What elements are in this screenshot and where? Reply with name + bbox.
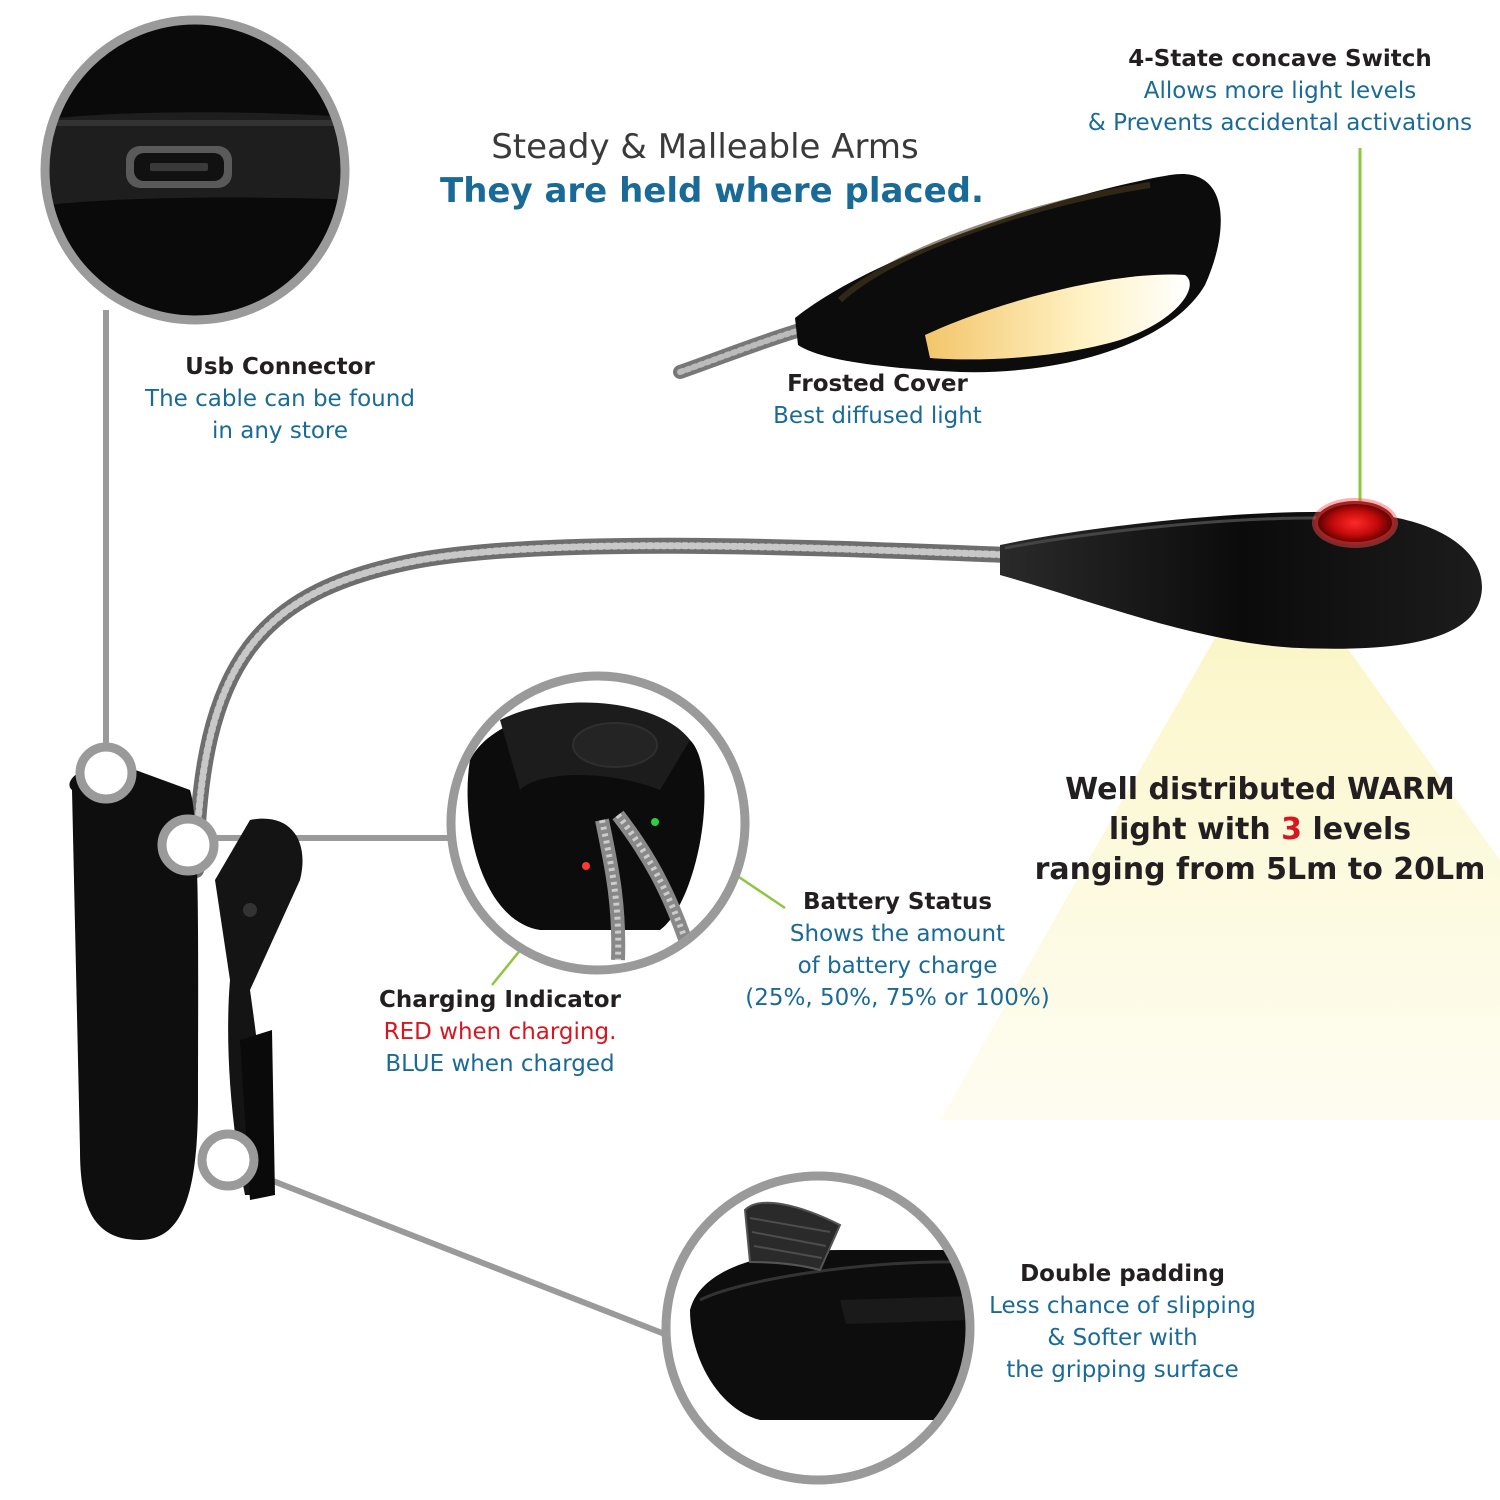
battery-status-line-3: (25%, 50%, 75% or 100%) — [745, 985, 1050, 1011]
warm-line-1: Well distributed WARM — [1065, 772, 1455, 807]
frosted-cover-line-1: Best diffused light — [773, 403, 982, 429]
heading-line-2: They are held where placed. — [440, 171, 984, 211]
usb-port-icon — [126, 146, 232, 188]
clip-body — [69, 764, 303, 1240]
warm-line-3: ranging from 5Lm to 20Lm — [1034, 852, 1486, 887]
usb-line-2: in any store — [211, 418, 349, 444]
battery-status-callout: Battery Status Shows the amount of batte… — [720, 891, 1075, 1010]
padding-pointer-dot — [197, 1129, 259, 1191]
battery-magnifier — [446, 671, 750, 975]
usb-line-1: The cable can be found — [145, 386, 415, 412]
charging-indicator-callout: Charging Indicator RED when charging. BL… — [360, 989, 640, 1076]
battery-status-line-2: of battery charge — [797, 953, 998, 979]
usb-connector-magnifier — [40, 15, 350, 325]
warm-line-2-post: levels — [1302, 812, 1412, 847]
padding-line-3: the gripping surface — [1006, 1357, 1239, 1383]
frosted-cover-callout: Frosted Cover Best diffused light — [740, 373, 1015, 428]
warm-light-callout: Well distributed WARM light with 3 level… — [1030, 775, 1490, 895]
main-heading: Steady & Malleable Arms They are held wh… — [440, 127, 984, 211]
switch-line-2: & Prevents accidental activations — [1087, 110, 1473, 136]
frosted-cover-title: Frosted Cover — [787, 371, 968, 397]
double-padding-callout: Double padding Less chance of slipping &… — [970, 1263, 1275, 1382]
usb-title: Usb Connector — [185, 354, 375, 380]
switch-line-1: Allows more light levels — [1143, 78, 1417, 104]
frosted-cover-lamp — [673, 173, 1221, 379]
switch-title: 4-State concave Switch — [1128, 46, 1432, 72]
warm-line-2: light with 3 levels — [1030, 815, 1490, 845]
warm-level-count: 3 — [1281, 812, 1303, 847]
usb-pointer-dot — [75, 742, 137, 804]
grip-pad-icon — [743, 1201, 842, 1272]
usb-callout: Usb Connector The cable can be found in … — [120, 356, 440, 443]
padding-line-2: & Softer with — [1047, 1325, 1198, 1351]
battery-status-title: Battery Status — [802, 889, 993, 915]
charging-line-blue: BLUE when charged — [385, 1051, 615, 1077]
padding-line-1: Less chance of slipping — [989, 1293, 1256, 1319]
padding-leader-line — [248, 1169, 682, 1343]
charging-title: Charging Indicator — [379, 987, 621, 1013]
battery-status-line-1: Shows the amount — [789, 921, 1006, 947]
warm-line-2-pre: light with — [1108, 812, 1282, 847]
warm-light-beam — [940, 638, 1500, 1120]
switch-callout: 4-State concave Switch Allows more light… — [1060, 48, 1500, 135]
battery-pointer-dot — [157, 814, 219, 876]
heading-line-1: Steady & Malleable Arms — [491, 127, 919, 167]
padding-title: Double padding — [1020, 1261, 1225, 1287]
lamp-head — [1000, 511, 1482, 649]
charging-line-red: RED when charging. — [383, 1019, 617, 1045]
padding-magnifier — [661, 1171, 975, 1485]
power-switch-icon — [1312, 498, 1398, 548]
